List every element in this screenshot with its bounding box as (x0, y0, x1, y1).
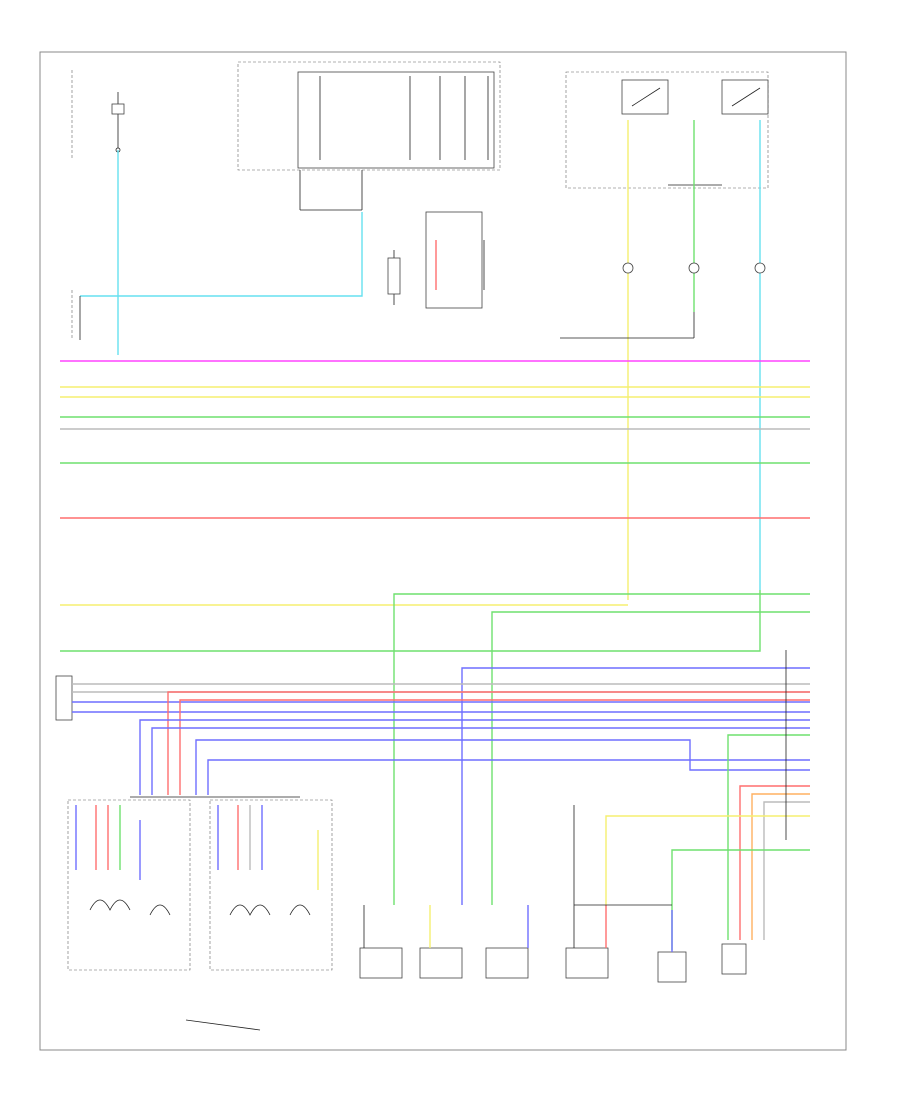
relay-contact-1 (631, 87, 661, 107)
bottom-ground-wire (185, 1019, 261, 1031)
right-wire-yellow-c (605, 815, 810, 905)
sensor-box-6 (721, 943, 747, 975)
solenoid-group-1-outline (67, 799, 191, 971)
sensor-box-1 (359, 947, 403, 979)
bus-wire-green-3 (60, 590, 761, 652)
harness-red-2 (179, 699, 810, 795)
solenoid-2-coil-2 (289, 904, 311, 916)
right-wire-red-c (739, 785, 810, 940)
right-wire-green-c (727, 734, 810, 940)
solenoid-2-coil (229, 904, 271, 916)
control-module-outline (237, 61, 501, 171)
solenoid-1-coil (89, 899, 131, 911)
sensor-box-2 (419, 947, 463, 979)
right-wire-orange (751, 793, 810, 940)
sensor-box-5 (657, 951, 687, 983)
connector-circle-3 (754, 262, 766, 274)
route-blue-a (461, 667, 810, 905)
harness-blue-2 (151, 727, 810, 795)
route-green-b (491, 611, 810, 905)
harness-blue-3 (195, 739, 810, 795)
connector-circle-1 (622, 262, 634, 274)
route-green-a (393, 593, 810, 905)
relay-contact-2 (731, 87, 761, 107)
right-wire-green-d (671, 849, 810, 950)
solenoid-1-coil-2 (149, 904, 171, 916)
right-wire-gray-c (763, 801, 810, 940)
right-relay-outline (565, 71, 769, 189)
harness-blue-4 (207, 759, 810, 795)
diagram-frame (39, 51, 847, 1051)
connector-circle-2 (688, 262, 700, 274)
left-sensor-connector (55, 675, 73, 721)
solenoid-group-2-outline (209, 799, 333, 971)
left-small-module-box (387, 257, 401, 295)
fuse-symbol (111, 103, 125, 115)
cyan-feed-horizontal (80, 212, 363, 297)
sensor-box-3 (485, 947, 529, 979)
center-module-box (425, 211, 483, 309)
control-module-box (297, 71, 495, 169)
harness-blue-1 (139, 719, 810, 795)
harness-red-1 (167, 691, 810, 795)
relay-box-2 (721, 79, 769, 115)
relay-box-1 (621, 79, 669, 115)
sensor-box-4 (565, 947, 609, 979)
